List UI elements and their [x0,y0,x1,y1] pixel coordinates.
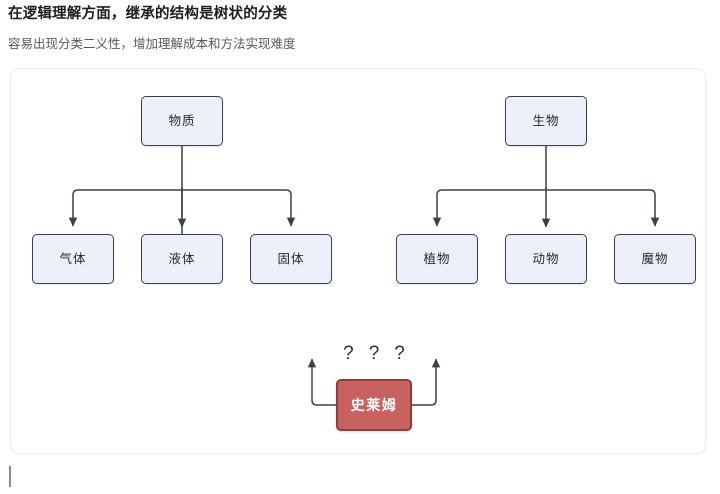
node-yeti[interactable]: 液体 [141,234,223,284]
node-mowu[interactable]: 魔物 [614,234,696,284]
node-zhiwu[interactable]: 植物 [396,234,478,284]
node-guti[interactable]: 固体 [250,234,332,284]
node-label: 物质 [168,113,196,128]
node-label: 植物 [423,251,451,266]
question-mark-icon: ? [368,342,380,364]
node-slime-highlighted[interactable]: 史莱姆 [336,379,412,431]
question-mark-icon: ? [343,342,354,364]
node-shengwu[interactable]: 生物 [505,96,587,146]
diagram-connectors [68,146,660,406]
header: 在逻辑理解方面，继承的结构是树状的分类 容易出现分类二义性，增加理解成本和方法实… [8,4,708,53]
question-mark-icon: ? [394,342,405,364]
diagram-card[interactable]: 物质 气体 液体 固体 生物 植物 动物 魔物 ? ? ? 史莱姆 [10,68,706,454]
node-dongwu[interactable]: 动物 [505,234,587,284]
page-title: 在逻辑理解方面，继承的结构是树状的分类 [8,6,288,22]
node-label: 气体 [59,251,87,266]
node-label: 魔物 [641,251,669,266]
node-wuzhi[interactable]: 物质 [141,96,223,146]
node-qiti[interactable]: 气体 [32,234,114,284]
text-cursor [9,466,11,487]
node-label: 生物 [532,113,560,128]
node-label: 史莱姆 [350,397,398,413]
node-label: 液体 [168,251,196,266]
node-label: 固体 [277,251,305,266]
node-label: 动物 [532,251,560,266]
page-subtitle: 容易出现分类二义性，增加理解成本和方法实现难度 [8,37,296,51]
question-marks: ? ? ? [334,342,414,364]
